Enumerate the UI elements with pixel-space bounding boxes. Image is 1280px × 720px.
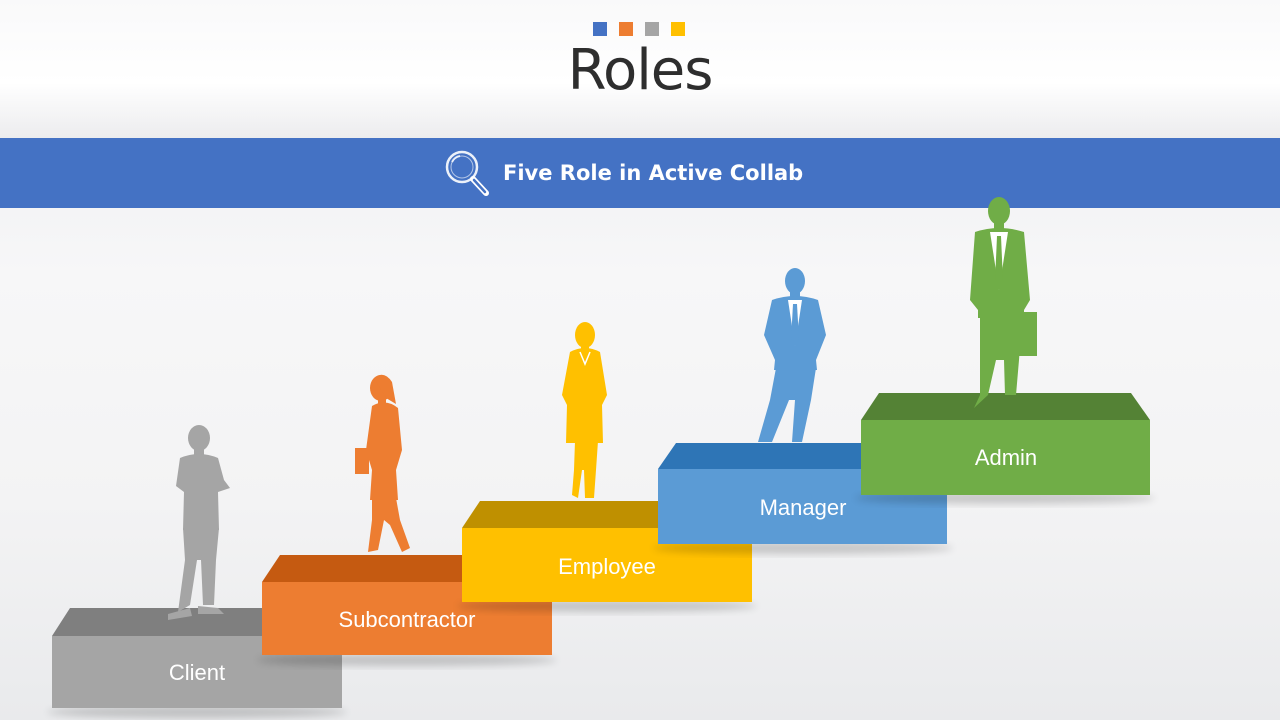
accent-dots <box>593 22 685 36</box>
accent-dot-yellow <box>671 22 685 36</box>
step-admin <box>855 393 1155 504</box>
man-arms-crossed-icon <box>168 425 230 620</box>
woman-standing-icon <box>562 322 607 498</box>
header-band <box>0 0 1280 138</box>
banner-text: Five Role in Active Collab <box>503 161 804 185</box>
role-label-employee: Employee <box>558 554 656 579</box>
subtitle-banner: Five Role in Active Collab <box>0 138 1280 208</box>
man-with-briefcase-icon <box>970 197 1037 408</box>
woman-walking-icon <box>355 374 410 552</box>
role-label-manager: Manager <box>759 495 847 520</box>
role-label-subcontractor: Subcontractor <box>338 607 476 632</box>
accent-dot-orange <box>619 22 633 36</box>
accent-dot-blue <box>593 22 607 36</box>
role-label-client: Client <box>168 660 226 685</box>
role-label-admin: Admin <box>974 445 1038 470</box>
accent-dot-gray <box>645 22 659 36</box>
magnifier-icon <box>445 150 489 196</box>
man-hands-in-pockets-icon <box>758 268 826 442</box>
slide-title: Roles <box>567 38 714 103</box>
